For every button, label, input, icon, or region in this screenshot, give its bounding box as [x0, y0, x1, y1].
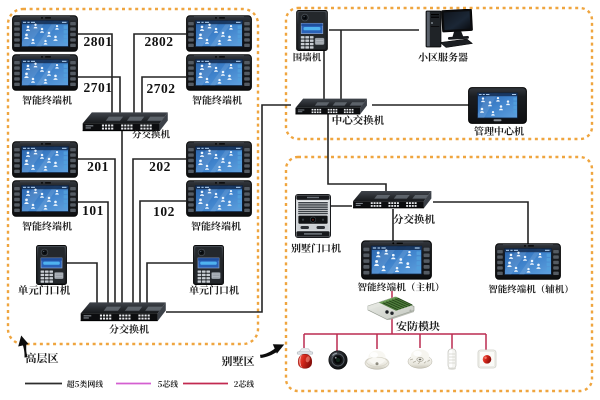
community-server-label: 小区服务器	[418, 52, 468, 62]
security-module	[367, 296, 415, 320]
surveillance-camera	[328, 350, 348, 370]
room-number-201: 201	[87, 159, 109, 174]
cable-201	[78, 158, 116, 310]
cable-2701	[78, 76, 121, 120]
room-number-202: 202	[149, 159, 171, 174]
cable-door2	[146, 262, 193, 310]
terminal-2801	[12, 15, 78, 52]
smoke-detector-2	[407, 348, 433, 369]
door-station-1-label: 单元门口机	[18, 284, 71, 295]
villa-zone-border	[284, 155, 594, 393]
cable-central-villa	[327, 114, 387, 196]
management-console-label: 管理中心机	[474, 125, 524, 136]
villa-door-station	[295, 194, 331, 238]
room-number-102: 102	[153, 204, 175, 219]
door-station-2-label: 单元门口机	[189, 284, 239, 295]
cable-2801	[78, 33, 113, 120]
alarm-siren	[296, 348, 314, 369]
terminal-2802	[186, 15, 252, 52]
main-terminal-label: 智能终端机（主机）	[357, 281, 444, 292]
room-number-101: 101	[82, 202, 104, 218]
villa-switch	[353, 190, 432, 209]
cable-202	[132, 158, 186, 310]
management-console	[468, 87, 527, 124]
villa-door-station-label: 别墅门口机	[291, 242, 341, 253]
cable-switch2-central	[166, 104, 291, 313]
wall-station-label: 围墙机	[292, 52, 321, 62]
room-number-2702: 2702	[146, 80, 176, 96]
aux-terminal	[495, 243, 561, 280]
highrise-area-label: 高层区	[25, 352, 58, 364]
door-station-1	[36, 245, 67, 285]
sub-switch-2	[80, 302, 166, 322]
wall-station	[296, 10, 328, 51]
panic-button	[477, 349, 497, 369]
sub-switch-2-label: 分交换机	[109, 324, 149, 334]
sub-switch-1-label: 分交换机	[132, 129, 170, 139]
door-station-2	[193, 245, 224, 285]
security-module-label: 安防模块	[396, 320, 440, 331]
aux-terminal-label: 智能终端机（辅机）	[488, 283, 574, 294]
terminal-group-label-tl: 智能终端机	[22, 94, 72, 105]
highrise-area-arrow	[18, 335, 29, 358]
community-server	[425, 9, 474, 49]
room-number-2701: 2701	[83, 80, 113, 95]
villa-switch-label: 分交换机	[393, 213, 435, 225]
door-magnet-sensor	[447, 348, 457, 370]
sub-switch-1	[82, 112, 168, 132]
management-zone-border	[284, 6, 594, 141]
terminal-201	[12, 141, 78, 178]
terminal-2701	[12, 54, 78, 91]
room-number-2802: 2802	[144, 34, 174, 49]
terminal-202	[186, 141, 252, 178]
cable-2802	[133, 33, 186, 120]
terminal-group-label-tr: 智能终端机	[192, 94, 242, 105]
terminal-101	[12, 180, 78, 217]
terminal-group-label-br: 智能终端机	[191, 221, 241, 231]
legend-two-core-label: 2芯线	[233, 379, 254, 388]
cable-door1	[66, 262, 98, 310]
cable-switch-aux	[433, 201, 529, 244]
cable-101	[78, 201, 109, 310]
villa-area-arrow	[260, 344, 285, 358]
central-switch	[295, 98, 367, 115]
villa-area-label: 别墅区	[221, 355, 254, 366]
terminal-102	[186, 180, 252, 217]
smoke-detector-1	[364, 350, 390, 370]
main-terminal	[361, 240, 432, 280]
cable-102	[139, 200, 186, 310]
terminal-group-label-bl: 智能终端机	[22, 221, 72, 231]
terminal-2702	[186, 54, 252, 91]
legend-five-core-label: 5芯线	[157, 379, 178, 388]
room-number-2801: 2801	[83, 33, 113, 49]
legend-cat5-label: 超5类网线	[66, 379, 103, 388]
cables-layer	[66, 29, 529, 351]
central-switch-label: 中心交换机	[331, 114, 384, 126]
cable-2702	[141, 76, 186, 120]
highrise-zone-border	[6, 7, 260, 346]
